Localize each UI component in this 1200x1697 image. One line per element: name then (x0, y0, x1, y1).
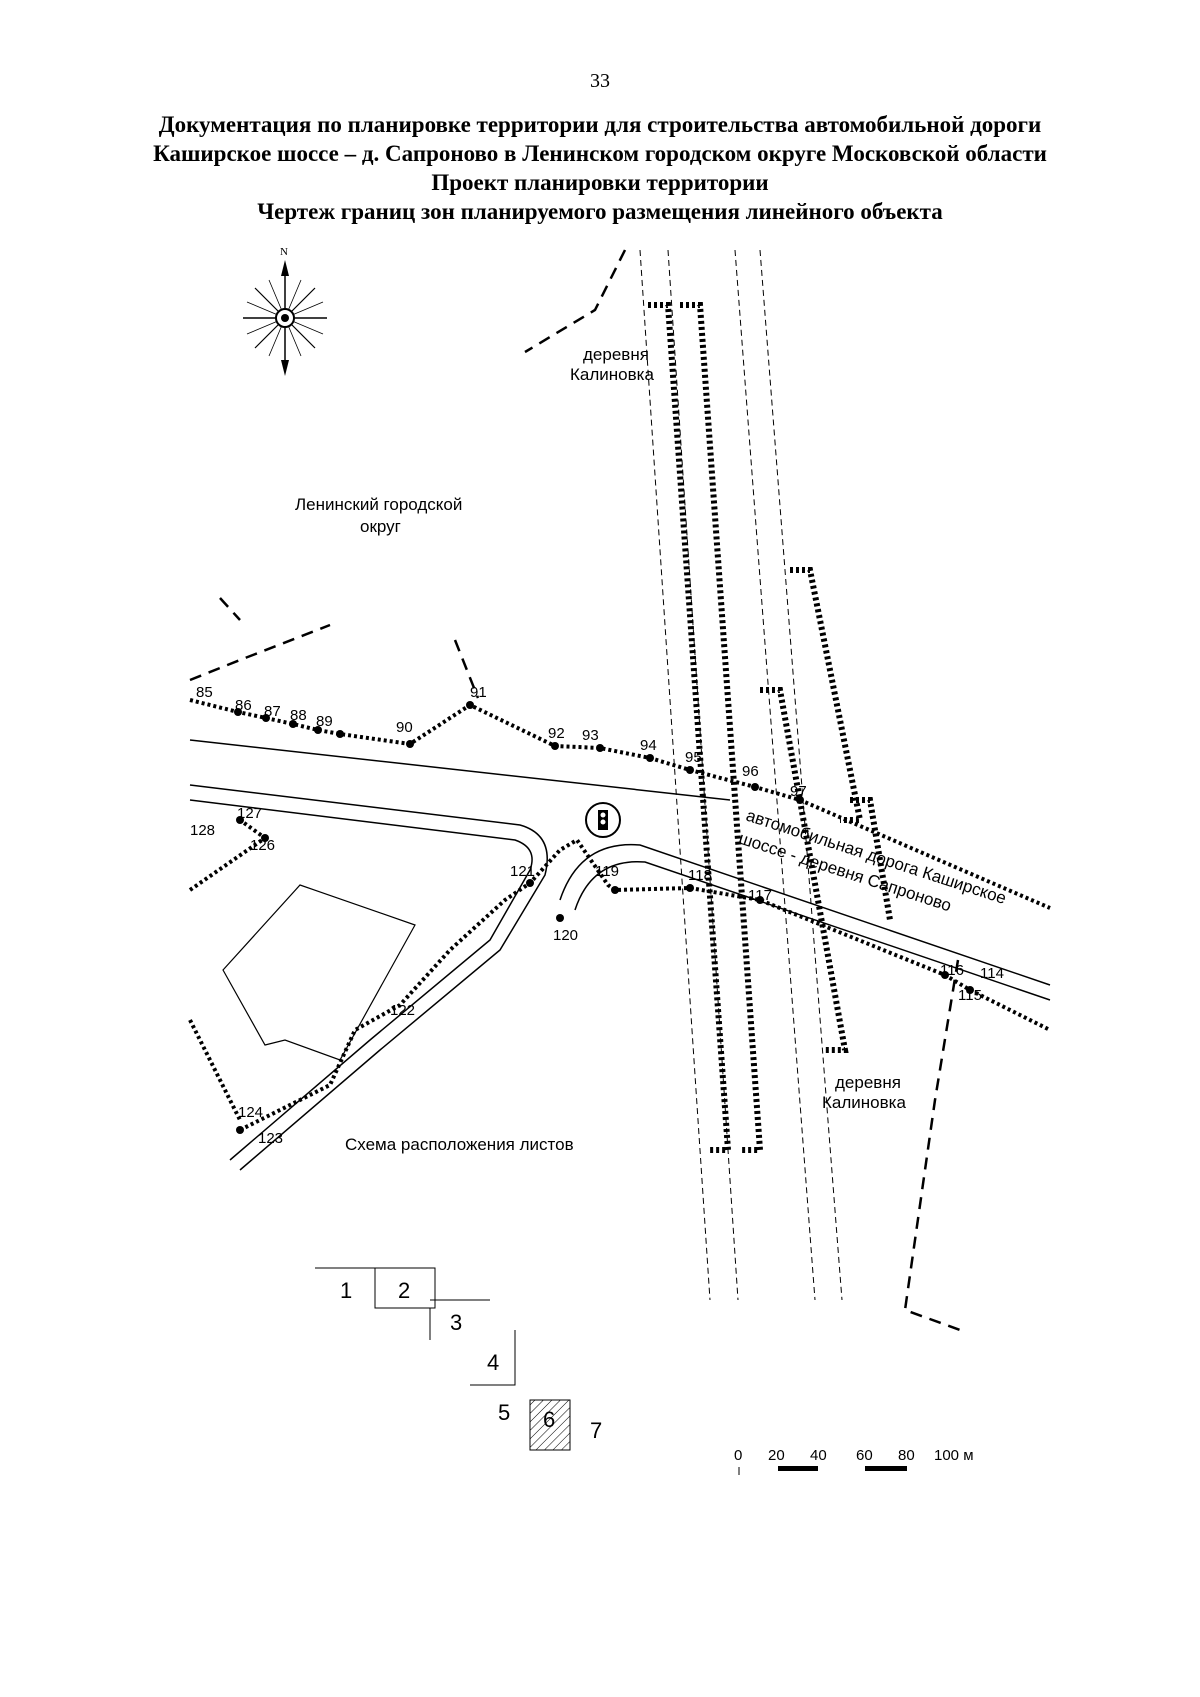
sheet-4: 4 (487, 1350, 499, 1375)
point-label: 90 (396, 719, 413, 736)
point-label: 124 (238, 1104, 263, 1121)
point-label: 93 (582, 727, 599, 744)
title-line-1: Документация по планировке территории дл… (158, 112, 1042, 137)
main-boundary (188, 698, 1051, 1132)
scale-tick-60: 60 (856, 1447, 873, 1464)
point-label: 118 (688, 867, 712, 884)
sheet-layout-scheme (315, 1267, 571, 1451)
scale-tick-80: 80 (898, 1447, 915, 1464)
point-label: 117 (748, 887, 772, 904)
point-label: 89 (316, 713, 333, 730)
point-label: 87 (264, 703, 281, 720)
point-label: 85 (196, 684, 213, 701)
page-number: 33 (590, 70, 610, 92)
document-title: Документация по планировке территории дл… (40, 110, 1160, 226)
scale-bar: 0 20 40 60 80 100 м (734, 1447, 974, 1475)
compass-north-label: N (280, 246, 288, 258)
compass-rose-icon: N (243, 246, 327, 376)
village-north-label-1: деревня (583, 345, 649, 364)
sheet-2: 2 (398, 1278, 410, 1303)
point-label: 88 (290, 707, 307, 724)
district-label-1: Ленинский городской (295, 495, 462, 514)
boundary-points (234, 701, 974, 1134)
sheet-3: 3 (450, 1310, 462, 1335)
village-south-label-1: деревня (835, 1073, 901, 1092)
point-label: 92 (548, 725, 565, 742)
zone-strips (648, 302, 893, 1153)
point-label: 116 (940, 962, 964, 979)
sheet-5: 5 (498, 1400, 510, 1425)
point-label: 95 (685, 749, 702, 766)
district-label-2: округ (360, 517, 401, 536)
sheet-7: 7 (590, 1418, 602, 1443)
point-label: 127 (237, 805, 262, 822)
building-outline (222, 884, 416, 1061)
point-label: 126 (250, 837, 275, 854)
proposed-road (189, 739, 1051, 1171)
point-label: 114 (980, 965, 1004, 982)
point-label: 119 (595, 863, 619, 880)
village-south-label-2: Калиновка (822, 1093, 906, 1112)
point-label: 123 (258, 1130, 283, 1147)
point-label: 121 (510, 863, 535, 880)
sheet-numbers: 1 2 3 4 5 6 7 (340, 1278, 602, 1443)
point-label: 86 (235, 697, 252, 714)
point-label: 128 (190, 822, 215, 839)
scale-tick-100: 100 м (934, 1447, 974, 1464)
boundary-lines (189, 249, 961, 1332)
point-label: 122 (390, 1002, 415, 1019)
scale-tick-40: 40 (810, 1447, 827, 1464)
point-label: 96 (742, 763, 759, 780)
village-north-label-2: Калиновка (570, 365, 654, 384)
title-line-2: Каширское шоссе – д. Сапроново в Ленинск… (153, 141, 1047, 166)
scale-tick-0: 0 (734, 1447, 742, 1464)
point-label: 115 (958, 987, 982, 1004)
traffic-light-icon (585, 802, 621, 838)
scale-tick-20: 20 (768, 1447, 785, 1464)
point-label: 91 (470, 684, 487, 701)
sheet-scheme-label: Схема расположения листов (345, 1135, 574, 1154)
point-label: 97 (790, 783, 807, 800)
point-labels: 85 86 87 88 89 90 91 92 93 94 95 96 97 1… (190, 684, 1004, 1147)
sheet-1: 1 (340, 1278, 352, 1303)
title-line-4: Чертеж границ зон планируемого размещени… (257, 199, 943, 224)
title-line-3: Проект планировки территории (431, 170, 769, 195)
point-label: 94 (640, 737, 657, 754)
highway-lines (639, 249, 843, 1301)
sheet-6: 6 (543, 1407, 555, 1432)
point-label: 120 (553, 927, 578, 944)
